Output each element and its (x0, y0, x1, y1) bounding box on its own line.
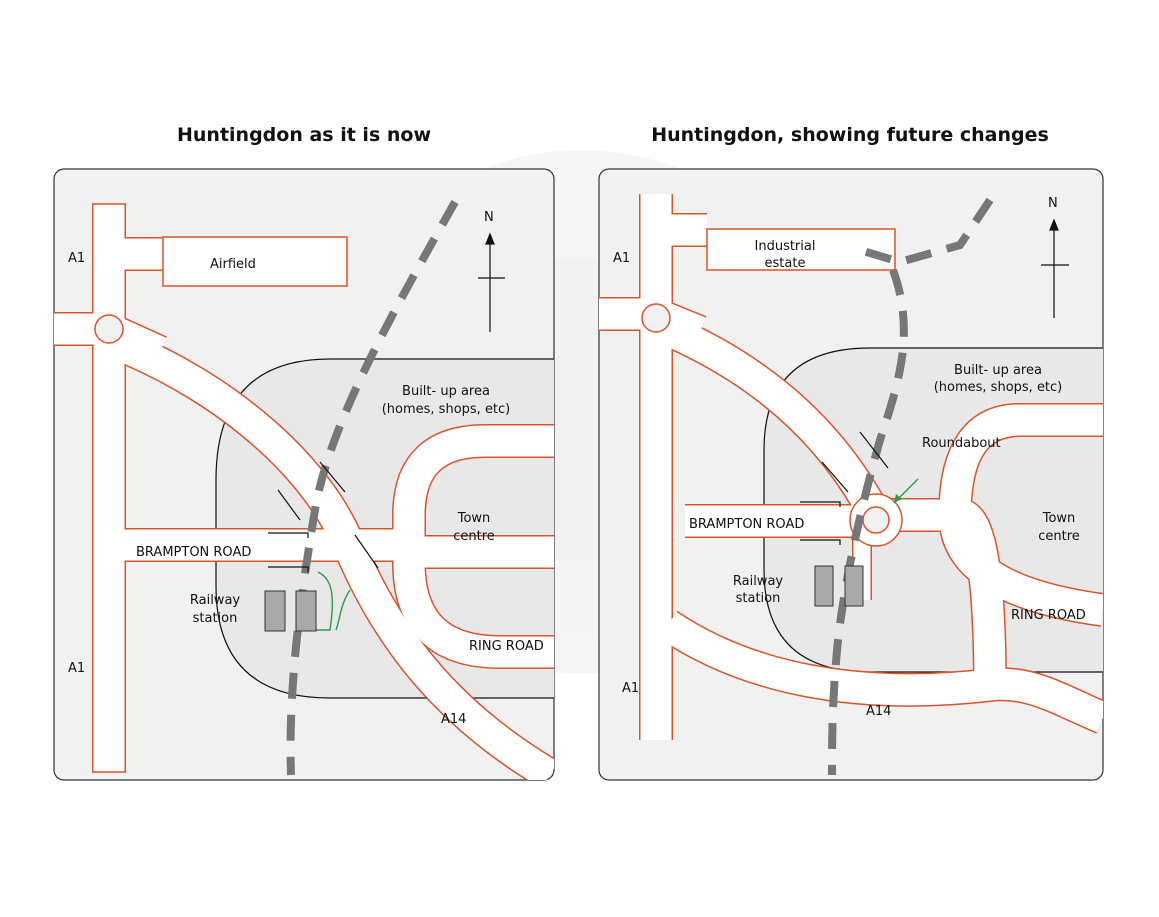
right-label-north: N (1048, 196, 1058, 211)
right-label-a1-bottom: A1 (622, 681, 639, 696)
left-railway-line (286, 200, 459, 776)
right-railway-line (828, 268, 908, 776)
left-label-railway-2: station (193, 611, 238, 626)
right-label-town-1: Town (1042, 511, 1076, 526)
left-label-north: N (484, 210, 494, 225)
right-label-roundabout: Roundabout (922, 436, 1001, 451)
left-label-railway-1: Railway (190, 593, 241, 608)
right-label-a14: A14 (866, 704, 891, 719)
right-label-railway-1: Railway (733, 574, 784, 589)
right-map-title: Huntingdon, showing future changes (651, 124, 1049, 146)
left-crossing-marks (268, 461, 379, 572)
left-north-arrow-icon (478, 232, 505, 332)
left-label-brampton-road: BRAMPTON ROAD (136, 545, 251, 560)
left-label-town-2: centre (453, 529, 495, 544)
left-label-a14: A14 (441, 712, 466, 727)
right-station-platform-1 (814, 565, 834, 607)
left-airfield-box (162, 236, 348, 287)
right-station-platform-2 (844, 565, 864, 607)
right-label-railway-2: station (736, 591, 781, 606)
left-green-path (316, 571, 333, 631)
left-label-town-1: Town (457, 511, 491, 526)
left-map: A1 A1 Airfield N Built- up area (homes, … (53, 168, 555, 781)
left-label-a1-bottom: A1 (68, 661, 85, 676)
left-label-airfield: Airfield (210, 257, 256, 272)
right-label-built-up-2: (homes, shops, etc) (934, 380, 1063, 395)
right-label-ring-road: RING ROAD (1011, 608, 1086, 623)
left-label-a1-top: A1 (68, 251, 85, 266)
right-label-a1-top: A1 (613, 251, 630, 266)
right-map: A1 A1 Industrial estate N Built- up area… (598, 168, 1104, 781)
right-label-industrial-1: Industrial (755, 239, 816, 254)
right-crossing-marks (800, 431, 889, 545)
right-roundabout-a1 (641, 303, 671, 333)
right-label-industrial-2: estate (765, 256, 806, 271)
right-north-arrow-icon (1041, 218, 1069, 318)
right-label-built-up-1: Built- up area (954, 363, 1042, 378)
right-label-town-2: centre (1038, 529, 1080, 544)
left-label-built-up-1: Built- up area (402, 384, 490, 399)
left-label-ring-road: RING ROAD (469, 639, 544, 654)
right-railway-branch (858, 197, 994, 267)
left-label-built-up-2: (homes, shops, etc) (382, 402, 511, 417)
right-label-brampton-road: BRAMPTON ROAD (689, 517, 804, 532)
left-map-title: Huntingdon as it is now (177, 124, 431, 146)
left-roundabout-a1 (94, 314, 124, 344)
left-station-platform-2 (295, 590, 317, 632)
left-station-platform-1 (264, 590, 286, 632)
